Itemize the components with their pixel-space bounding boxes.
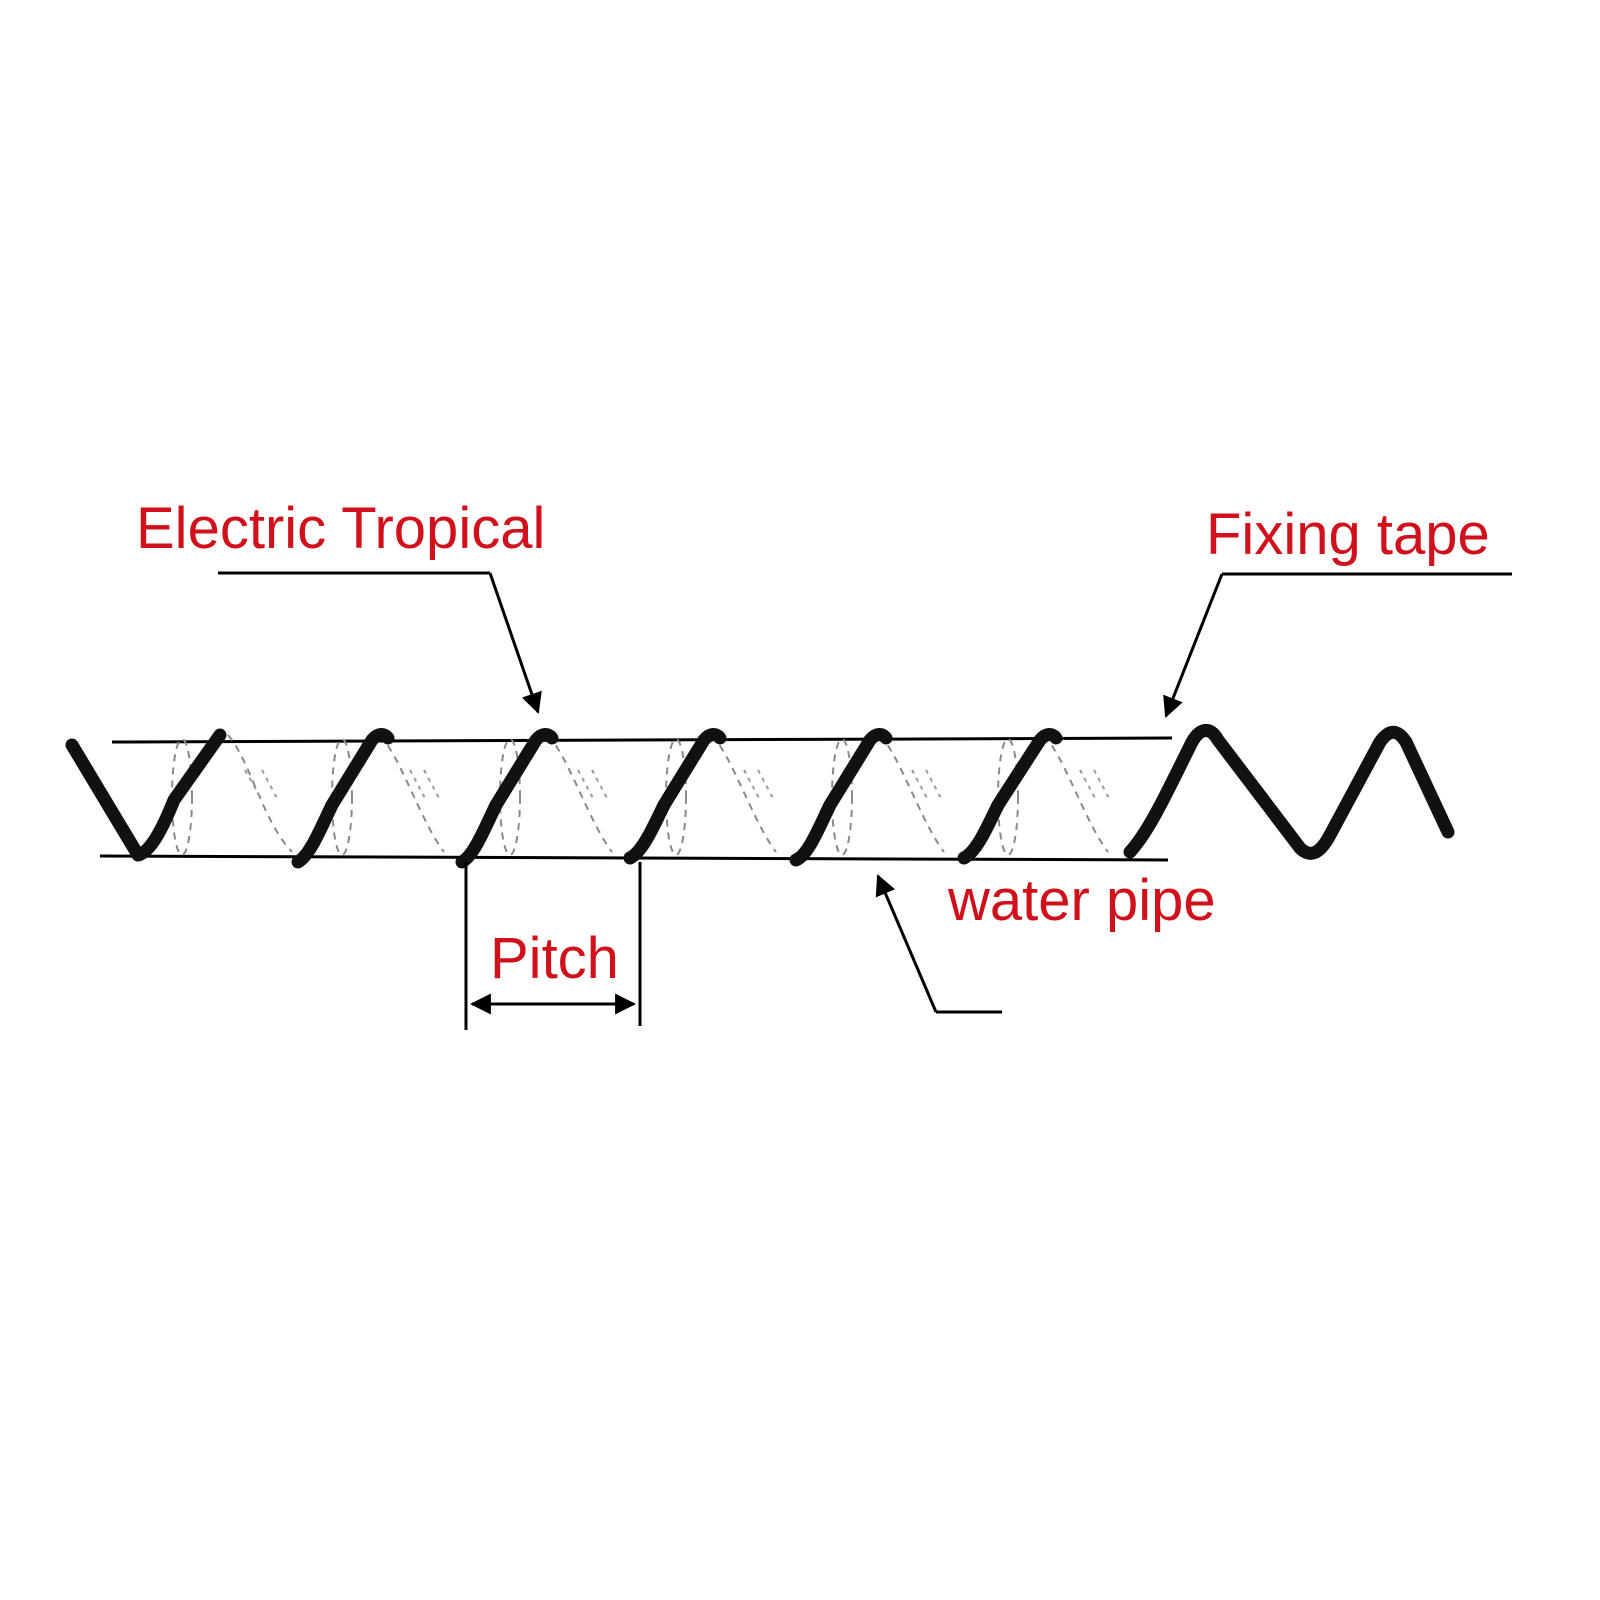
fixing-tape-callout — [1163, 572, 1512, 718]
electric-tropical-callout — [218, 571, 542, 714]
water-pipe-callout — [875, 874, 1002, 1014]
water-pipe-label: water pipe — [947, 868, 1216, 933]
fixing-tape-label: Fixing tape — [1206, 502, 1490, 567]
pipe-top-edge — [111, 736, 1173, 744]
pitch-dimension — [464, 862, 642, 1030]
pitch-label: Pitch — [490, 926, 619, 991]
heating-cable-front — [65, 724, 1455, 869]
electric-tropical-label: Electric Tropical — [136, 496, 545, 561]
